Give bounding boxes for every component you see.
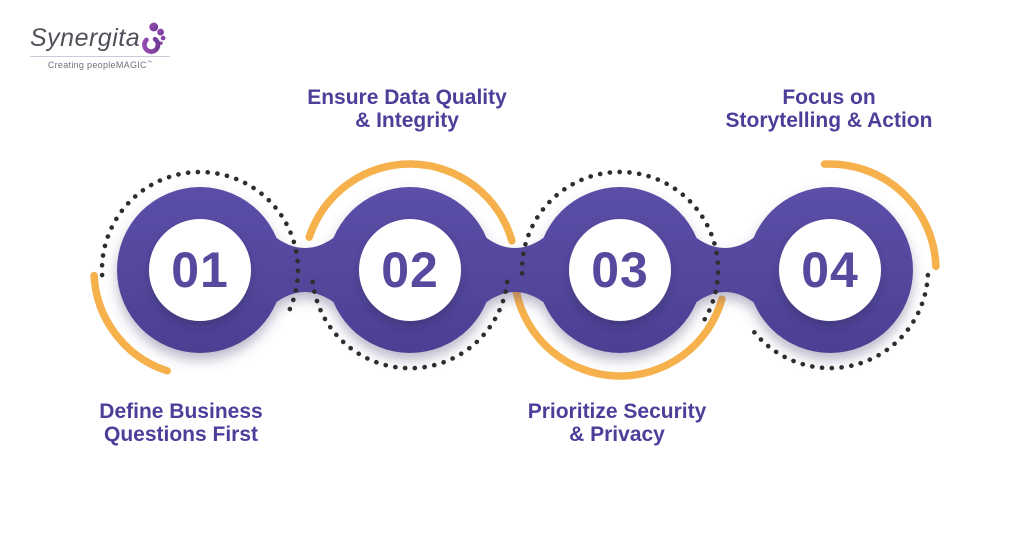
step-1-label-line-2: Questions First: [103, 423, 259, 446]
step-4-disc: [779, 219, 881, 321]
connector-2-3: [450, 197, 580, 343]
logo-trademark-mark: ™: [146, 60, 153, 66]
yellow-arc-step-2: [305, 160, 516, 245]
step-1-number: 01: [171, 242, 229, 298]
yellow-arc-step-3: [512, 288, 726, 380]
step-4-number: 04: [801, 242, 859, 298]
dotted-arc-step-4: [747, 272, 931, 371]
step-2-number: 02: [381, 242, 439, 298]
yellow-arc-step-4: [820, 160, 940, 271]
dotted-arc-step-1: [99, 169, 301, 314]
dotted-arc-step-3: [519, 169, 721, 329]
connector-3-4: [660, 197, 790, 343]
step-1-disc: [149, 219, 251, 321]
step-1-label-line-1: Define Business: [99, 400, 263, 423]
logo-tagline-text: Creating peopleMAGIC: [47, 60, 147, 70]
logo-row: Synergita: [30, 18, 170, 55]
yellow-arc-step-1: [90, 271, 171, 375]
step-2-label-line-2: & Integrity: [355, 109, 459, 132]
logo-divider: [30, 56, 170, 57]
synergita-logo: Synergita Creating peopleMAGIC™: [30, 18, 170, 70]
logo-wordmark: Synergita: [30, 24, 141, 52]
step-2-label-line-1: Ensure Data Quality: [307, 86, 507, 109]
step-3-number: 03: [591, 242, 649, 298]
step-2-disc: [359, 219, 461, 321]
step-3-disc: [569, 219, 671, 321]
step-4-label: Focus on Storytelling & Action: [689, 86, 969, 132]
step-4-label-line-2: Storytelling & Action: [725, 109, 933, 132]
logo-tagline: Creating peopleMAGIC™: [30, 60, 170, 70]
step-3-label-line-2: & Privacy: [569, 423, 665, 446]
step-1-label: Define Business Questions First: [41, 400, 321, 446]
connector-1-2: [240, 197, 370, 343]
step-4-label-line-1: Focus on: [782, 86, 876, 109]
step-3-label: Prioritize Security & Privacy: [477, 400, 757, 446]
synergita-swirl-icon: [142, 22, 166, 54]
step-2-label: Ensure Data Quality & Integrity: [267, 86, 547, 132]
step-3-label-line-1: Prioritize Security: [527, 400, 707, 423]
